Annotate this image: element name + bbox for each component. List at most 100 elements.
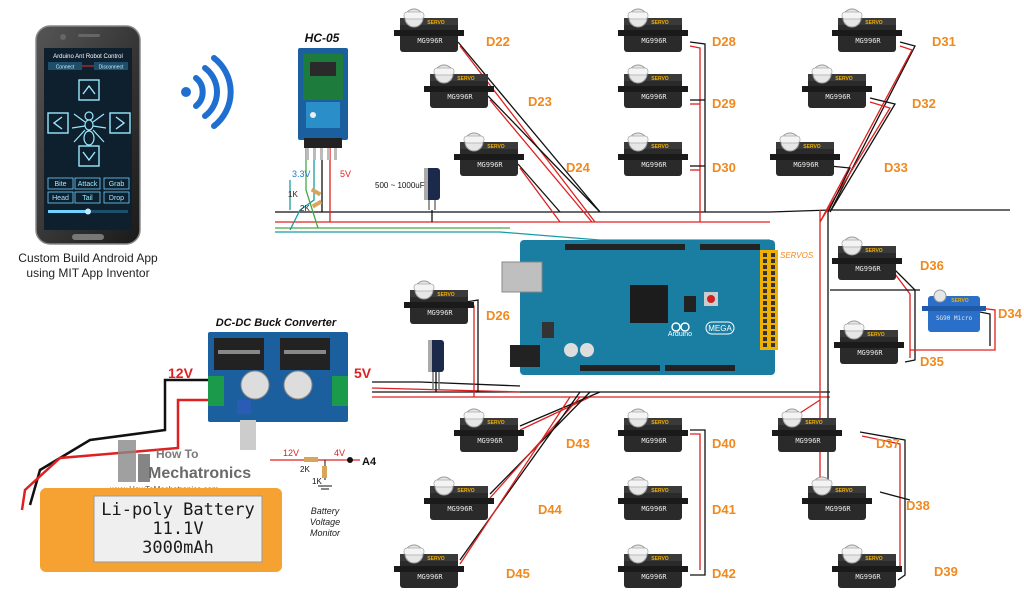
hc05-5v-label: 5V (340, 169, 351, 179)
servo-pin-label: D29 (712, 96, 736, 111)
battery-line1: Li-poly Battery (101, 500, 255, 520)
arduino-board-label: MEGA (708, 324, 732, 333)
lipo-battery: Li-poly Battery 11.1V 3000mAh (40, 488, 282, 572)
capacitor-top (424, 168, 440, 210)
action-button-grab[interactable]: Grab (103, 177, 130, 190)
servo-pin-label: D43 (566, 436, 590, 451)
servo-model-text: MG996R (427, 309, 453, 317)
servo-header-text: SERVO (427, 556, 445, 562)
servo-pin-label: D32 (912, 96, 936, 111)
servo-model-text: MG996R (447, 93, 473, 101)
action-button-drop[interactable]: Drop (103, 191, 130, 204)
vm-r2-label: 1K (312, 477, 322, 486)
servo-header-text: SERVO (867, 332, 885, 338)
servo-d31: SERVO MG996R (831, 8, 903, 53)
action-button-label: Tail (82, 195, 93, 202)
servo-model-text: MG996R (825, 93, 851, 101)
servo-header-text: SERVO (651, 488, 669, 494)
action-button-attack[interactable]: Attack (74, 177, 101, 190)
servo-pin-header (760, 250, 778, 350)
wireless-signal-icon (181, 55, 234, 129)
servo-d28: SERVO MG996R (617, 8, 689, 53)
servo-header-text: SERVO (427, 20, 445, 26)
vm-caption-line2: Voltage (310, 517, 340, 527)
disconnect-button[interactable] (94, 62, 128, 70)
servo-pin-label: D30 (712, 160, 736, 175)
vm-4v-label: 4V (334, 448, 345, 458)
action-button-bite[interactable]: Bite (47, 177, 74, 190)
servo-model-text: MG996R (855, 573, 881, 581)
servo-pin-label: D39 (934, 564, 958, 579)
action-button-label: Bite (54, 181, 66, 188)
arduino-brand: Arduino (668, 331, 692, 338)
micro-servo-header: SERVO (951, 298, 969, 304)
connect-button-label: Connect (56, 65, 75, 71)
up-button[interactable] (78, 79, 100, 101)
android-phone: Arduino Ant Robot Control Connect Discon… (35, 25, 141, 245)
micro-servo-pin: D34 (998, 306, 1023, 321)
buck-converter (208, 332, 348, 450)
servo-d24: SERVO MG996R (453, 132, 525, 177)
resistor-2k-label: 2K (300, 204, 310, 213)
servo-model-text: MG996R (641, 161, 667, 169)
vm-caption-line1: Battery (311, 506, 340, 516)
vm-caption-line3: Monitor (310, 528, 341, 538)
servo-model-text: MG996R (641, 573, 667, 581)
servo-model-text: MG996R (855, 37, 881, 45)
servo-header-text: SERVO (865, 20, 883, 26)
action-button-tail[interactable]: Tail (74, 191, 101, 204)
servo-pin-label: D31 (932, 34, 956, 49)
buck-input-label: 12V (168, 365, 194, 381)
app-title: Arduino Ant Robot Control (53, 54, 123, 60)
logo-line2: Mechatronics (148, 465, 251, 482)
right-button[interactable] (109, 112, 131, 134)
servo-header-text: SERVO (651, 20, 669, 26)
servo-model-text: MG996R (641, 37, 667, 45)
action-button-head[interactable]: Head (47, 191, 74, 204)
vm-r1-label: 2K (300, 465, 310, 474)
ant-icon (71, 111, 107, 146)
servo-model-text: MG996R (477, 161, 503, 169)
action-button-label: Attack (78, 181, 98, 188)
action-button-label: Head (52, 195, 69, 202)
servo-header-text: SERVO (651, 76, 669, 82)
capacitor-mid (428, 340, 444, 390)
slider[interactable] (48, 210, 88, 213)
servo-header-text: SERVO (487, 144, 505, 150)
servo-model-text: MG996R (417, 37, 443, 45)
servo-pin-label: D44 (538, 502, 563, 517)
servo-header-text: SERVO (651, 420, 669, 426)
left-button[interactable] (47, 112, 69, 134)
howtomechatronics-logo: How To Mechatronics www.HowToMechatronic… (109, 440, 251, 494)
servo-header-text: SERVO (805, 420, 823, 426)
servo-d22: SERVO MG996R (393, 8, 465, 53)
vm-12v-label: 12V (283, 448, 299, 458)
servo-pin-label: D23 (528, 94, 552, 109)
buck-output-label: 5V (354, 365, 372, 381)
buck-converter-label: DC-DC Buck Converter (216, 317, 337, 329)
servo-pin-label: D36 (920, 258, 944, 273)
hc05-module (298, 48, 348, 160)
servo-model-text: MG996R (641, 505, 667, 513)
connect-button[interactable] (48, 62, 82, 70)
phone-caption-line2: using MIT App Inventor (26, 266, 149, 280)
servo-pin-label: D37 (876, 436, 900, 451)
servo-pin-label: D26 (486, 308, 510, 323)
down-button[interactable] (78, 145, 100, 167)
servo-header-text: SERVO (487, 420, 505, 426)
action-button-label: Grab (109, 181, 125, 188)
servo-pin-label: D35 (920, 354, 944, 369)
capacitor-label: 500 ~ 1000uF (375, 181, 425, 190)
hc05-label: HC-05 (305, 31, 340, 45)
